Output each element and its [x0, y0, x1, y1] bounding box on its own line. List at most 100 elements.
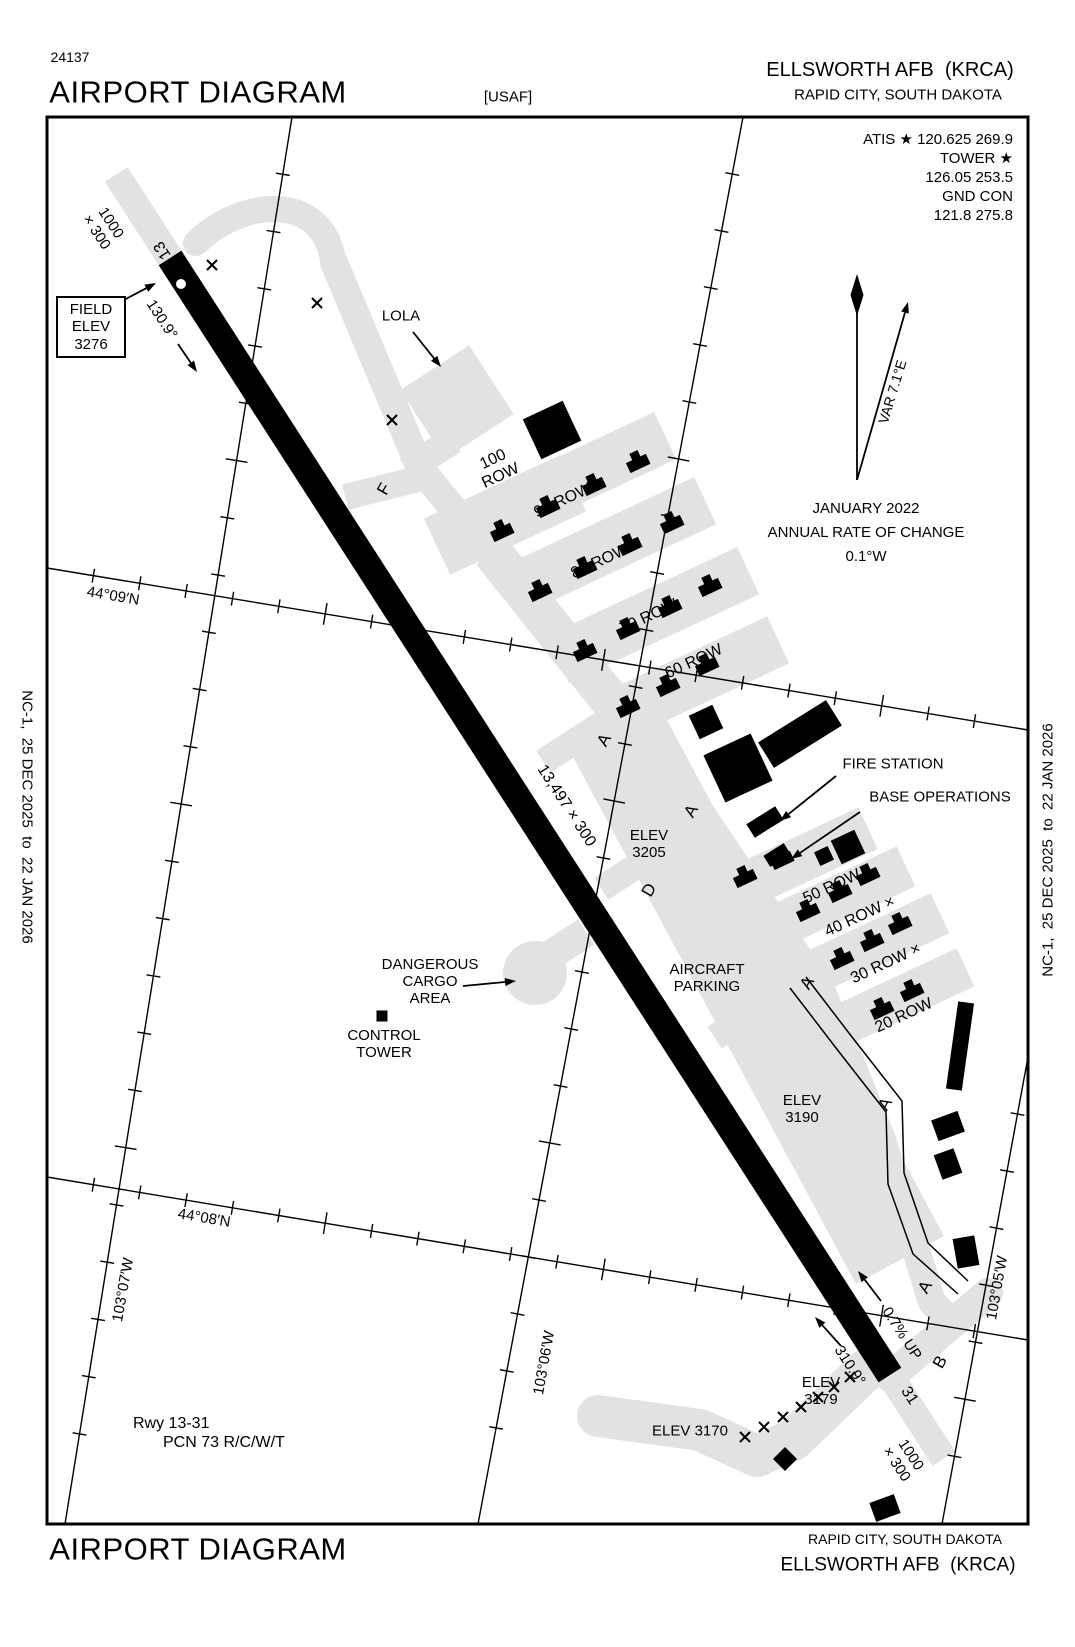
closed-x-mark: [844, 1371, 856, 1383]
map-frame: [45, 115, 1030, 1526]
structure: [463, 412, 677, 548]
comm-frequencies: ATIS ★ 120.625 269.9 TOWER ★ 126.05 253.…: [863, 130, 1013, 225]
graticule-tick: [596, 855, 611, 860]
graticule-tick: [564, 1026, 579, 1031]
graticule-tick: [137, 1031, 152, 1035]
graticule-tick: [740, 1285, 745, 1300]
closed-x-mark: [812, 1391, 824, 1403]
structure: [746, 806, 784, 838]
closed-x-mark: [828, 1381, 840, 1393]
graticule-tick: [508, 1247, 513, 1262]
graticule-line: [477, 116, 744, 1525]
graticule-tick: [999, 1169, 1015, 1174]
graticule-tick: [603, 798, 626, 804]
graticule-tick: [109, 1203, 124, 1207]
structure: [376, 1010, 388, 1022]
graticule-tick: [127, 1088, 142, 1093]
graticule-tick: [532, 1197, 547, 1202]
structure: [342, 464, 430, 510]
graticule-tick: [714, 229, 729, 233]
closed-x-mark: [758, 1421, 770, 1433]
buildings-layer: [376, 400, 980, 1522]
graticule-tick: [989, 1226, 1004, 1231]
atis-frequency: ATIS ★ 120.625 269.9: [863, 131, 1013, 148]
graticule-tick: [114, 1145, 137, 1151]
structure: [594, 804, 722, 900]
graticule-tick: [682, 400, 697, 404]
graticule-tick: [220, 516, 235, 520]
graticule-tick: [489, 1425, 504, 1430]
graticule-tick: [416, 1231, 420, 1246]
taxiway-apron-layer: [104, 167, 1003, 1477]
arrows-layer: [123, 274, 909, 1347]
dangerous-cargo-area-label: DANGEROUS CARGO AREA: [381, 955, 479, 1007]
graticule-tick: [725, 172, 740, 176]
graticule-tick: [693, 343, 708, 347]
graticule-line: [46, 567, 1029, 731]
graticule-tick: [275, 172, 290, 177]
aircraft-parking-label: AIRCRAFT PARKING: [669, 961, 745, 995]
graticule-tick: [369, 1223, 374, 1238]
graticule-tick: [617, 741, 632, 746]
structure: [522, 400, 582, 460]
graticule-tick: [968, 1340, 983, 1345]
graticule-tick: [694, 668, 699, 683]
effective-dates-right: NC-1, 25 DEC 2025 to 22 JAN 2026: [1039, 723, 1057, 977]
graticule-tick: [90, 1317, 106, 1322]
structure: [878, 1368, 956, 1466]
structure: [104, 167, 182, 265]
graticule-tick: [369, 614, 374, 629]
magnetic-north-arrow: [901, 302, 909, 314]
closed-x-mark: [795, 1401, 807, 1413]
graticule-tick: [91, 568, 96, 583]
closed-x-mark: [206, 259, 218, 271]
elevation-3179: ELEV 3179: [801, 1374, 841, 1408]
graticule-tick: [978, 1283, 993, 1288]
structure: [503, 477, 717, 613]
field-elev-line1: FIELD: [69, 301, 113, 318]
structure: [758, 700, 842, 768]
graticule-tick: [137, 1185, 142, 1200]
graticule-tick: [230, 1200, 235, 1215]
graticule-tick: [183, 745, 198, 749]
runway-threshold-dot: [176, 279, 186, 289]
field-elev-pointer-arrow: [144, 283, 156, 292]
heading-31-arrow: [821, 1324, 842, 1347]
field-elev-value: 3276: [74, 335, 108, 353]
graticule-tick: [192, 687, 207, 692]
graticule-tick: [257, 286, 272, 291]
structure: [158, 250, 902, 1383]
graticule-tick: [972, 1324, 977, 1339]
graticule-tick: [248, 344, 263, 348]
graticule-tick: [628, 684, 643, 689]
page-title-top: AIRPORT DIAGRAM: [49, 74, 347, 110]
graticule-tick: [926, 706, 930, 721]
graticule-tick: [972, 714, 977, 729]
graticule-tick: [91, 1177, 96, 1192]
apron-edge-line: [805, 976, 969, 1282]
taxiway-b: [875, 1278, 1003, 1392]
graticule-tick: [510, 1311, 525, 1316]
graticule-tick: [600, 648, 606, 671]
base-operations-label: BASE OPERATIONS: [869, 788, 1011, 806]
graticule-line: [64, 116, 293, 1525]
graticule-tick: [648, 660, 652, 675]
pcn-note-line1: Rwy 13-31: [133, 1415, 210, 1432]
graticule-tick: [639, 627, 654, 632]
graticule-tick: [833, 691, 838, 706]
closed-x-mark: [739, 1431, 751, 1443]
graticule-tick: [650, 570, 665, 575]
elevation-3190: ELEV 3190: [782, 1092, 822, 1126]
elevation-3170: ELEV 3170: [652, 1422, 728, 1440]
field-elev-line2: ELEV: [71, 318, 111, 336]
graticule-tick: [81, 1374, 96, 1379]
graticule-tick: [230, 591, 235, 606]
closed-taxiway-marks-layer: [206, 259, 969, 1443]
graticule-tick: [555, 645, 559, 660]
graticule-tick: [647, 1270, 652, 1285]
closed-x-mark: [311, 297, 323, 309]
base-operations-pointer-arrow: [799, 811, 861, 854]
structure: [703, 733, 773, 803]
dangerous-cargo-pad: [503, 941, 567, 1005]
